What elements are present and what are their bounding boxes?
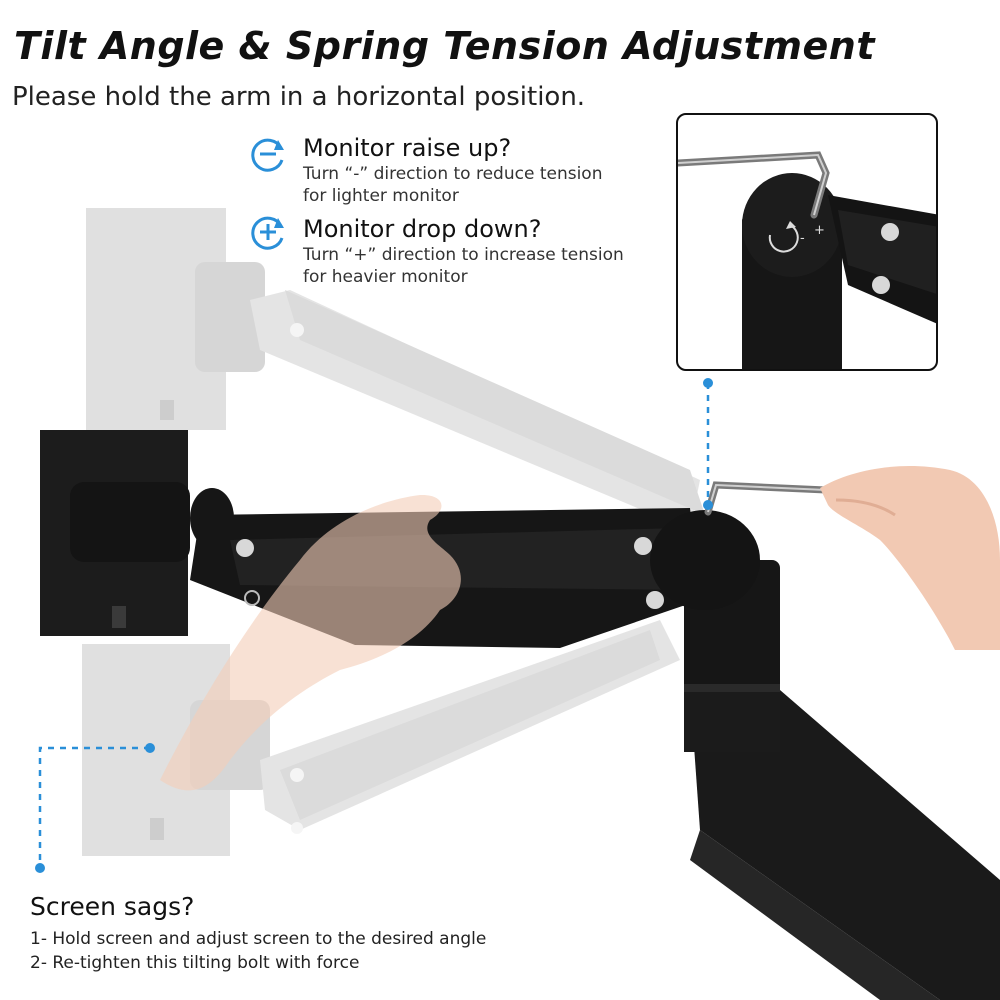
sag-heading: Screen sags? bbox=[30, 892, 195, 921]
sag-step-1: 1- Hold screen and adjust screen to the … bbox=[30, 929, 487, 949]
inset-plus-label: + bbox=[814, 223, 825, 238]
page-title: Tilt Angle & Spring Tension Adjustment bbox=[14, 24, 876, 68]
callout-dot-bottom bbox=[35, 863, 45, 873]
inset-minus-label: - bbox=[800, 231, 805, 246]
minus-rotate-icon bbox=[248, 134, 288, 178]
ghost-monitor-raised bbox=[86, 208, 705, 530]
callout-dot-bolt bbox=[703, 500, 713, 510]
tension-closeup-inset: - + bbox=[676, 113, 938, 371]
page-subtitle: Please hold the arm in a horizontal posi… bbox=[12, 82, 586, 112]
right-hand bbox=[820, 466, 1000, 650]
tip-raise-line2: for lighter monitor bbox=[303, 186, 459, 206]
tip-raise-heading: Monitor raise up? bbox=[303, 134, 512, 162]
closeup-illustration bbox=[678, 151, 936, 369]
left-hand bbox=[160, 494, 461, 791]
callout-dot-tilt bbox=[145, 743, 155, 753]
tip-drop-heading: Monitor drop down? bbox=[303, 215, 542, 243]
tip-raise-line1: Turn “-” direction to reduce tension bbox=[303, 164, 603, 184]
sag-step-2: 2- Re-tighten this tilting bolt with for… bbox=[30, 953, 360, 973]
plus-rotate-icon bbox=[248, 212, 288, 256]
tip-drop-line2: for heavier monitor bbox=[303, 267, 468, 287]
callout-dot-top bbox=[703, 378, 713, 388]
callout-lines bbox=[38, 383, 710, 868]
tip-drop-line1: Turn “+” direction to increase tension bbox=[303, 245, 624, 265]
